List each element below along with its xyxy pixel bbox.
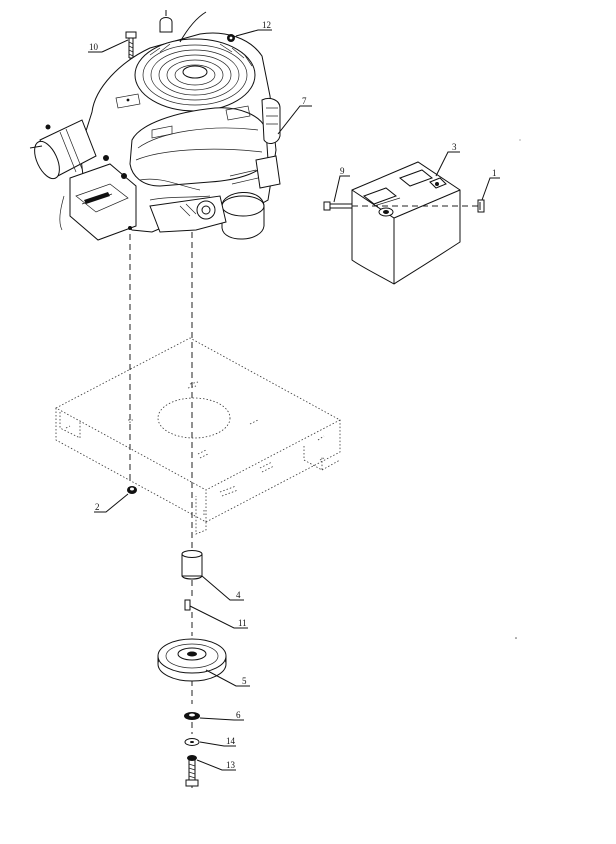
key-11-icon	[184, 599, 191, 611]
spacer-4-icon	[181, 550, 203, 580]
speck	[519, 139, 521, 141]
battery-bolt-9-icon	[323, 201, 352, 211]
callout-10: 10	[89, 42, 99, 52]
washer-14-icon	[184, 738, 200, 746]
callout-3: 3	[452, 142, 457, 152]
callout-2: 2	[95, 502, 100, 512]
callout-5: 5	[242, 676, 247, 686]
callout-11: 11	[238, 618, 247, 628]
nut-2-icon	[127, 486, 137, 494]
bearing-6-icon	[184, 712, 200, 720]
leader-lines	[88, 29, 500, 771]
callout-6: 6	[236, 710, 241, 720]
bolt-10-icon	[125, 31, 137, 59]
callout-7: 7	[302, 96, 307, 106]
engine-assembly	[29, 10, 281, 241]
speck	[515, 637, 517, 639]
nut-12-icon	[227, 34, 235, 42]
callout-4: 4	[236, 590, 241, 600]
callout-9: 9	[340, 166, 345, 176]
battery-nut-1-icon	[477, 199, 485, 213]
pulley-5-icon	[157, 638, 227, 682]
callout-14: 14	[226, 736, 236, 746]
callout-1: 1	[492, 168, 497, 178]
callout-13: 13	[226, 760, 236, 770]
callout-12: 12	[262, 20, 271, 30]
bolt-13-icon	[185, 755, 199, 787]
mounting-deck-plate	[55, 337, 341, 535]
battery-assembly	[351, 161, 461, 285]
